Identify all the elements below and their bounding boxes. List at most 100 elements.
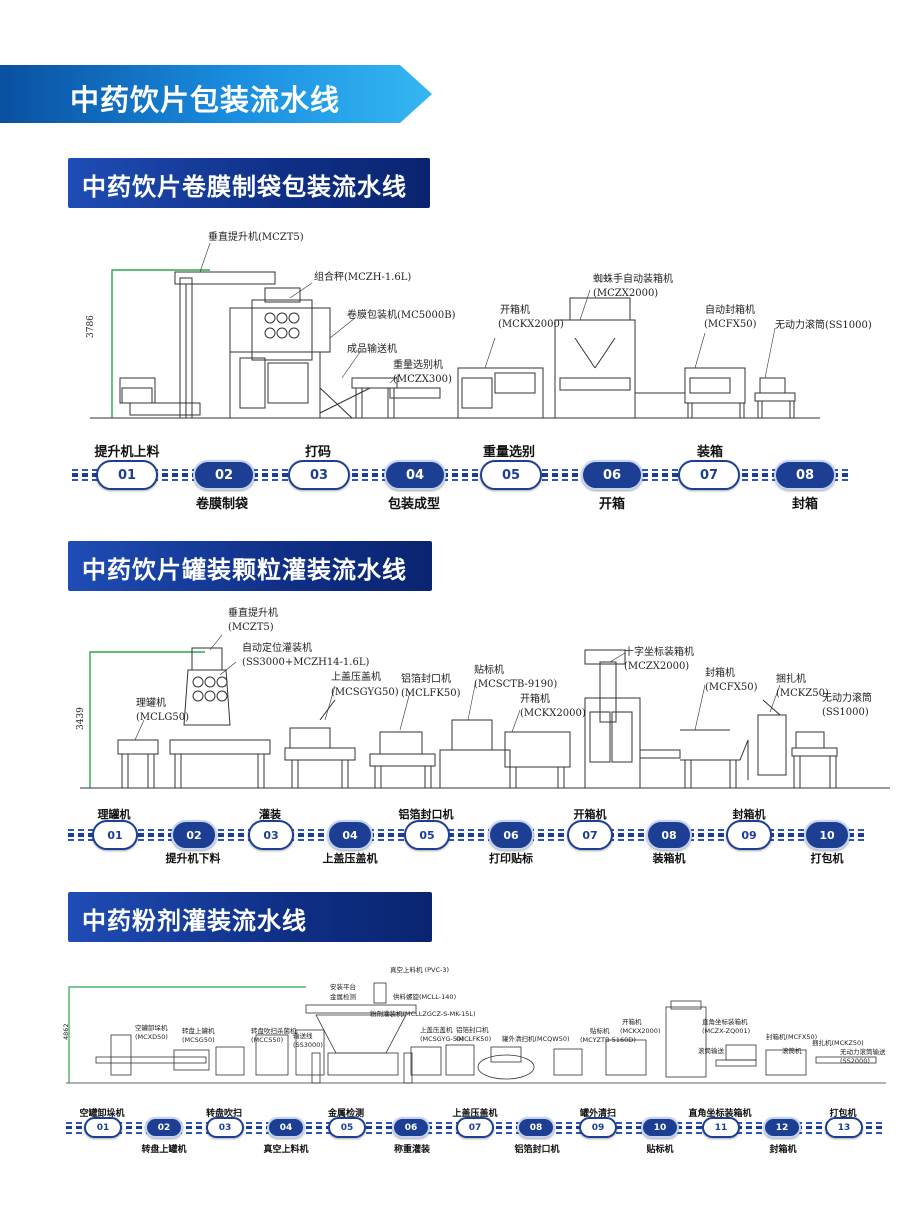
step-label: 打包机	[829, 1109, 857, 1119]
step-label: 封箱机	[769, 1145, 797, 1155]
step-label: 铝箔封口机	[398, 808, 454, 821]
step-label: 上盖压盖机	[322, 852, 378, 865]
annotation: (MCSGYG-50)	[420, 1035, 464, 1043]
section-2-machine-diagram	[80, 620, 890, 795]
annotation: 无动力滚筒(SS1000)	[775, 320, 872, 331]
section-1-flow: 01 02 03 04 05 06 07 08	[72, 458, 852, 492]
annotation: (SS3000+MCZH14-1.6L)	[242, 657, 370, 668]
annotation: (SS2000)	[840, 1057, 870, 1065]
annotation: 滚筒输送	[698, 1047, 724, 1055]
step-badge: 02	[145, 1117, 183, 1138]
step-label: 贴标机	[646, 1145, 674, 1155]
main-title-banner: 中药饮片包装流水线	[0, 65, 432, 123]
step-label: 装箱	[696, 445, 724, 460]
annotation: 重量选别机	[393, 360, 443, 371]
annotation: 空罐卸垛机	[135, 1024, 168, 1032]
annotation: 罐外清扫机(MCQW50)	[502, 1035, 570, 1043]
annotation: 十字坐标装箱机	[624, 647, 694, 658]
step-label: 装箱机	[652, 852, 686, 865]
annotation: (MCZX2000)	[624, 661, 690, 672]
step-label: 金属检测	[327, 1109, 365, 1119]
step-badge: 07	[678, 460, 740, 490]
section-3-machine-diagram	[66, 975, 886, 1090]
step-badge: 04	[384, 460, 446, 490]
flow-line	[72, 469, 852, 481]
step-label: 封箱机	[732, 808, 766, 821]
step-label: 转盘上罐机	[141, 1145, 187, 1155]
step-badge: 08	[646, 820, 692, 850]
step-badge: 05	[404, 820, 450, 850]
step-label: 提升机下料	[165, 852, 221, 865]
section-3-banner: 中药粉剂灌装流水线	[68, 892, 432, 942]
annotation: 贴标机	[474, 665, 504, 676]
annotation: 转盘上罐机	[182, 1027, 215, 1035]
annotation: 安装平台	[330, 983, 356, 991]
step-badge: 06	[581, 460, 643, 490]
annotation: (MCSG50)	[182, 1036, 215, 1044]
annotation: (MCYZTB-5160D)	[580, 1036, 636, 1044]
annotation: 铝箔封口机	[456, 1026, 489, 1034]
step-badge: 08	[774, 460, 836, 490]
step-badge: 11	[702, 1117, 740, 1138]
step-label: 铝箔封口机	[514, 1145, 560, 1155]
step-badge: 07	[567, 820, 613, 850]
step-label: 上盖压盖机	[452, 1109, 498, 1119]
annotation: 封箱机	[705, 668, 735, 679]
step-badge: 01	[92, 820, 138, 850]
flow-line	[68, 829, 866, 841]
annotation: 捆扎机	[776, 674, 806, 685]
annotation: 成品输送机	[347, 344, 397, 355]
step-label: 空罐卸垛机	[79, 1109, 125, 1119]
annotation: 输送线	[293, 1032, 313, 1040]
annotation: 转盘吹扫杀菌机	[251, 1027, 297, 1035]
step-label: 罐外清扫	[579, 1109, 617, 1119]
step-badge: 09	[726, 820, 772, 850]
annotation: 蜘蛛手自动装箱机	[593, 274, 673, 285]
annotation: 供料螺旋(MCLL-140)	[393, 993, 457, 1001]
annotation: (MCKZ50)	[776, 688, 829, 699]
annotation: 直角坐标装箱机	[702, 1018, 748, 1026]
step-label: 直角坐标装箱机	[688, 1109, 752, 1119]
annotation: 封箱机(MCFX50)	[766, 1033, 818, 1041]
annotation: (MCKX2000)	[620, 1027, 661, 1035]
annotation: 开箱机	[520, 694, 550, 705]
dimension-label: 4862	[62, 1023, 70, 1040]
annotation: (MCSCTB-9190)	[474, 679, 558, 690]
annotation: 垂直提升机	[228, 608, 278, 619]
annotation: 铝箔封口机	[401, 674, 451, 685]
step-label: 开箱	[598, 497, 626, 512]
step-label: 重量选别	[482, 445, 536, 460]
annotation: 粉剂灌装机(MCLLZGCZ-S-MK-15L)	[370, 1010, 476, 1018]
step-label: 打码	[304, 445, 332, 460]
annotation: 开箱机	[500, 305, 530, 316]
annotation: (MCXD50)	[135, 1033, 168, 1041]
annotation: (MCZT5)	[228, 622, 274, 633]
step-label: 称重灌装	[393, 1145, 431, 1155]
annotation: (MCSGYG50)	[331, 687, 399, 698]
step-badge: 13	[825, 1117, 863, 1138]
annotation: 垂直提升机(MCZT5)	[208, 232, 304, 243]
step-badge: 03	[206, 1117, 244, 1138]
step-badge: 04	[327, 820, 373, 850]
annotation: (MCKX2000)	[498, 319, 564, 330]
step-label: 提升机上料	[94, 445, 160, 460]
annotation: 贴标机	[590, 1027, 610, 1035]
step-badge: 10	[641, 1117, 679, 1138]
section-2-title: 中药饮片罐装颗粒灌装流水线	[82, 556, 407, 584]
step-badge: 01	[96, 460, 158, 490]
step-label: 开箱机	[573, 808, 607, 821]
step-label: 理罐机	[97, 808, 131, 821]
annotation: (MCZX300)	[393, 374, 452, 385]
dimension-label: 3786	[86, 315, 96, 338]
step-badge: 07	[456, 1117, 494, 1138]
step-label: 真空上料机	[263, 1145, 309, 1155]
page-title: 中药饮片包装流水线	[70, 83, 341, 117]
section-2-flow: 01 02 03 04 05 06 07 08 09 10	[68, 818, 866, 852]
annotation: (MCFX50)	[705, 682, 758, 693]
annotation: 自动封箱机	[705, 305, 755, 316]
annotation: (MCLFK50)	[456, 1035, 492, 1043]
step-label: 转盘吹扫	[205, 1109, 243, 1119]
step-badge: 08	[517, 1117, 555, 1138]
step-badge: 03	[248, 820, 294, 850]
section-3-flow: 01 02 03 04 05 06 07 08 09 10 11 12 13	[66, 1116, 884, 1140]
